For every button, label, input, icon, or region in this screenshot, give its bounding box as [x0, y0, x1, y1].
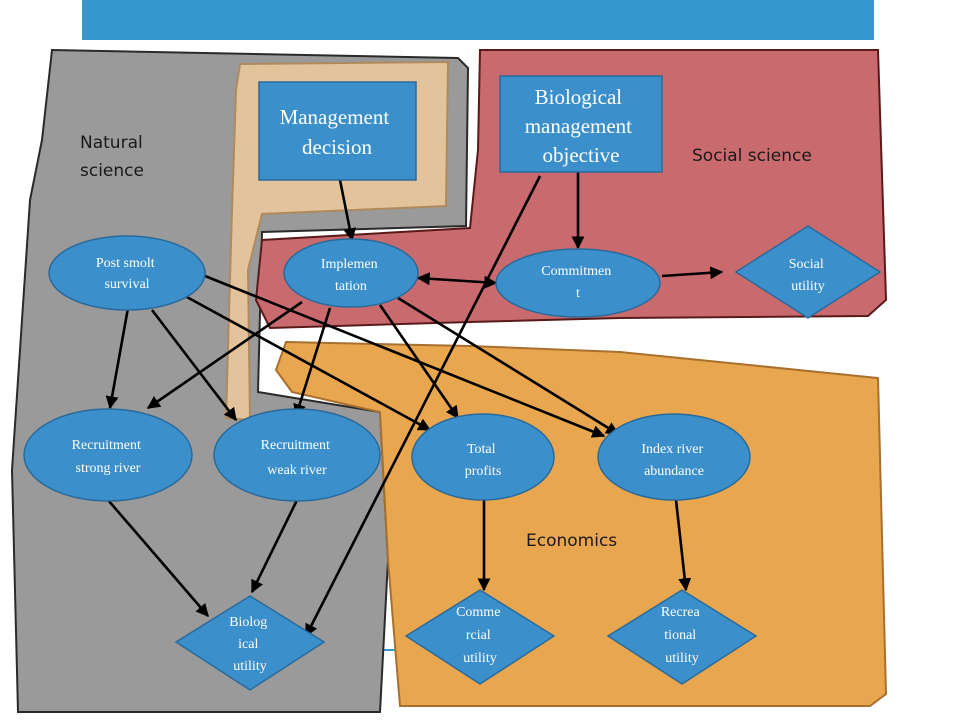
edge-implementation-index-river [397, 296, 620, 436]
svg-text:Recrea tional util: Recrea tional utility [661, 605, 703, 666]
social-utility-node: Social utility [734, 225, 882, 319]
post-smolt-survival-node: Post smolt survival [48, 235, 206, 311]
top-banner [82, 0, 874, 40]
social-science-zone [254, 49, 888, 330]
edge-implementation-strong [146, 300, 303, 410]
svg-text:Social utility: Social utility [789, 257, 828, 294]
edge-index-river-recreational [674, 499, 692, 592]
commitment-node: Commitmen t [495, 248, 661, 318]
natural-science-label: Natural science [80, 133, 148, 181]
edges [105, 172, 724, 638]
svg-text:Management decision: Management decision [280, 105, 395, 159]
biological-objective-node: Biological management objective [499, 75, 663, 173]
edge-objective-biological-utility [304, 175, 542, 638]
edge-commitment-implementation [416, 272, 498, 289]
commercial-utility-node: Comme rcial utility [404, 589, 556, 685]
edge-postsmolt-total-profits [184, 294, 432, 432]
implementation-node: Implemen tation [283, 238, 419, 308]
svg-text:Index river abundance: Index river abundance [641, 442, 706, 479]
recruitment-weak-river-node: Recruitment weak river [213, 408, 381, 502]
svg-text:Total profits: Total profits [465, 442, 502, 479]
svg-text:Recruitment strong river: Recruitment strong river [72, 438, 145, 476]
edge-decision-implementation [338, 179, 357, 242]
edge-weak-biological-utility [250, 497, 300, 594]
social-science-label: Social science [692, 146, 812, 166]
svg-text:Biological management: Biological management objective [525, 85, 638, 167]
svg-text:Comme rcial utilit: Comme rcial utility [456, 605, 504, 666]
index-river-abundance-node: Index river abundance [597, 413, 751, 501]
edge-postsmolt-weak [150, 309, 238, 422]
recruitment-strong-river-node: Recruitment strong river [23, 408, 193, 502]
economics-label: Economics [526, 531, 617, 551]
edge-implementation-weak [293, 307, 332, 418]
svg-text:Implemen tation: Implemen tation [321, 257, 381, 294]
svg-text:Recruitment weak river: Recruitment weak river [261, 438, 334, 478]
svg-text:Post smolt survival: Post smolt survival [96, 256, 158, 292]
edge-implementation-total-profits [378, 304, 460, 420]
biological-utility-node: Biolog ical utility [174, 595, 326, 691]
edge-commitment-social-utility [661, 266, 724, 280]
edge-postsmolt-index-river [204, 274, 606, 438]
edge-strong-biological-utility [107, 499, 209, 617]
svg-text:Biolog ical utilit: Biolog ical utility [229, 615, 271, 674]
recreational-utility-node: Recrea tional utility [606, 589, 758, 685]
edge-postsmolt-strong [105, 307, 130, 410]
total-profits-node: Total profits [411, 413, 555, 501]
management-decision-node: Management decision [258, 81, 417, 181]
svg-text:Commitmen t: Commitmen t [541, 264, 615, 301]
